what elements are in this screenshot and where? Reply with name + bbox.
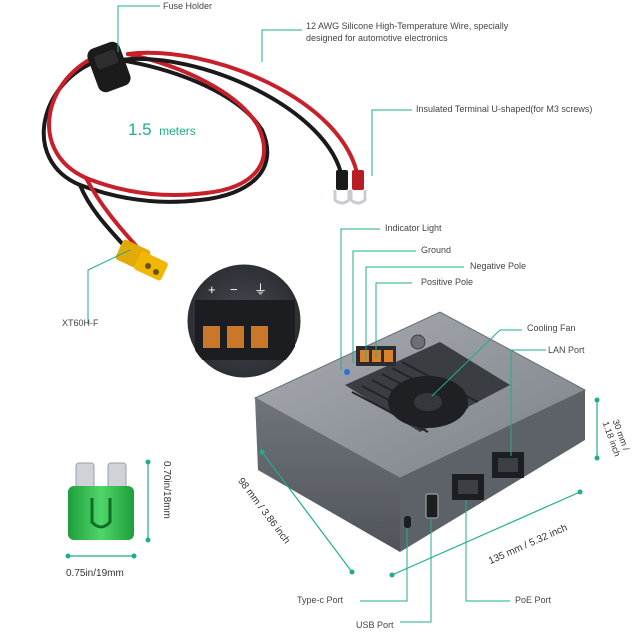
label-cooling-fan: Cooling Fan [527, 323, 576, 333]
leader-lines [87, 5, 546, 623]
label-fuse-holder: Fuse Holder [163, 1, 213, 11]
cooling-fan [388, 376, 468, 428]
xt60-connector [115, 239, 168, 281]
dim-fuse-width: 0.75in/19mm [66, 568, 124, 579]
label-positive-pole: Positive Pole [421, 277, 474, 287]
poe-port [452, 474, 484, 500]
label-xt60: XT60H-F [62, 318, 99, 328]
lan-port [492, 452, 524, 478]
label-indicator-light: Indicator Light [385, 223, 442, 233]
label-wire-line2: designed for automotive electronics [306, 33, 448, 43]
cable-length-unit: meters [159, 124, 196, 138]
label-usb-port: USB Port [356, 620, 394, 630]
u-terminals [333, 170, 367, 205]
label-negative-pole: Negative Pole [470, 261, 527, 271]
power-button [410, 334, 426, 350]
ground-symbol: ⏚ [254, 282, 267, 297]
terminal-zoom [184, 261, 304, 381]
label-poe-port: PoE Port [515, 595, 552, 605]
usb-port [425, 493, 439, 519]
terminal-symbols: + − ⏚ [208, 282, 267, 297]
cable-assembly [41, 50, 360, 252]
cable-length-value: 1.5 [128, 120, 152, 139]
cable-length: 1.5 meters [128, 120, 196, 140]
label-ground: Ground [421, 245, 452, 255]
typec-port [404, 516, 411, 528]
label-typec-port: Type-c Port [297, 595, 344, 605]
plus-symbol: + [208, 282, 216, 297]
indicator-light [344, 369, 350, 375]
dimension-arrows [65, 397, 600, 578]
minus-symbol: − [230, 282, 238, 297]
dimension-lines [68, 400, 598, 576]
label-terminal: Insulated Terminal U-shaped(for M3 screw… [416, 104, 593, 114]
blade-fuse [68, 462, 134, 540]
label-wire-line1: 12 AWG Silicone High-Temperature Wire, s… [306, 21, 509, 31]
label-lan-port: LAN Port [548, 345, 585, 355]
fuse-holder [87, 41, 131, 93]
dim-fuse-height: 0.70in/18mm [161, 461, 172, 519]
